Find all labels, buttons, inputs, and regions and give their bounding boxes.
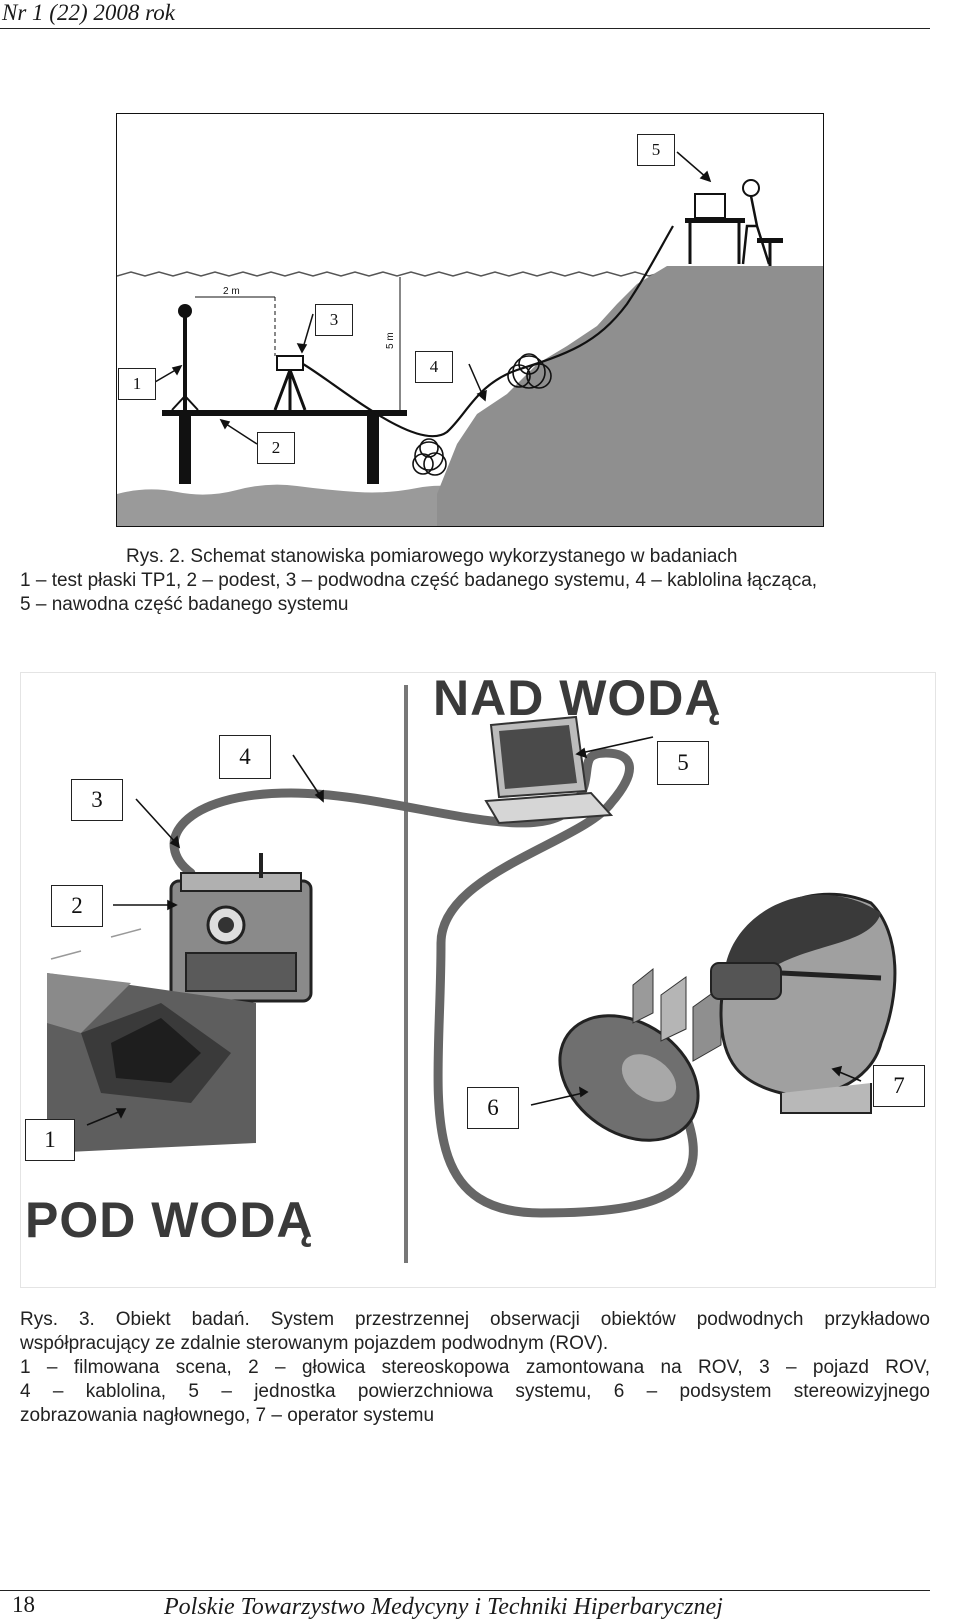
cable-coil-lower (412, 438, 447, 476)
figure2-caption-line5: zobrazowania nagłownego, 7 – operator sy… (20, 1405, 435, 1426)
figure1-caption: Rys. 2. Schemat stanowiska pomiarowego w… (20, 545, 930, 617)
fig1-label-1: 1 (118, 368, 156, 400)
platform-leg-left (179, 416, 191, 484)
tripod (273, 369, 307, 411)
fig2-label-4: 4 (219, 735, 271, 779)
figure-research-object: NAD WODĄ POD WODĄ 1 2 3 4 5 6 7 (20, 672, 936, 1288)
water-surface (117, 271, 678, 277)
journal-name: Polskie Towarzystwo Medycyny i Techniki … (164, 1594, 723, 1620)
figure2-caption-line1: Rys. 3. Obiekt badań. System przestrzenn… (20, 1309, 930, 1330)
figure2-caption: Rys. 3. Obiekt badań. System przestrzenn… (20, 1308, 930, 1428)
below-water-heading: POD WODĄ (25, 1192, 314, 1248)
platform-leg-right (367, 416, 379, 484)
figure1-arrows (154, 151, 712, 445)
fig2-label-5: 5 (657, 741, 709, 785)
issue-label: Nr 1 (22) 2008 rok (2, 0, 175, 25)
footer-rule (0, 1590, 930, 1591)
figure1-caption-legend: 1 – test płaski TP1, 2 – podest, 3 – pod… (20, 570, 818, 591)
head-mounted-display (558, 1014, 700, 1142)
platform-top (162, 410, 407, 416)
setup-drawing: 2 m 5 m (117, 151, 823, 526)
figure2-caption-line4: 4 – kablolina, 5 – jednostka powierzchni… (20, 1381, 930, 1402)
figure1-caption-title: Rys. 2. Schemat stanowiska pomiarowego w… (126, 546, 738, 567)
umbilical-cable (302, 225, 674, 438)
stool (757, 238, 783, 243)
dim-height-label: 5 m (385, 332, 396, 349)
page-header: Nr 1 (22) 2008 rok (0, 0, 930, 29)
seabed (117, 484, 537, 526)
fig2-label-3: 3 (71, 779, 123, 821)
figure1-caption-legend-cont: 5 – nawodna część badanego systemu (20, 594, 349, 615)
test-pole-base (171, 394, 199, 411)
umbilical-cable (169, 748, 698, 1218)
cable-coil-upper (507, 353, 552, 389)
fig1-label-3: 3 (315, 304, 353, 336)
fig2-label-2: 2 (51, 885, 103, 927)
view-line-b (110, 928, 142, 938)
fig1-label-2: 2 (257, 432, 295, 464)
monitor (694, 193, 726, 219)
view-line-a (50, 950, 82, 960)
fig1-label-5: 5 (637, 134, 675, 166)
dim-width-label: 2 m (223, 286, 240, 297)
stereo-frames (632, 967, 722, 1062)
figure2-caption-line3: 1 – filmowana scena, 2 – głowica stereos… (20, 1357, 930, 1378)
fig2-label-7: 7 (873, 1065, 925, 1107)
operator-body (741, 195, 771, 265)
figure2-arrows (86, 736, 862, 1126)
fig2-label-6: 6 (467, 1087, 519, 1129)
test-pole-top (178, 304, 192, 318)
slope (437, 266, 823, 526)
stereo-head (276, 355, 304, 371)
figure2-caption-line2: współpracujący ze zdalnie sterowanym poj… (20, 1333, 609, 1354)
operator-head (742, 179, 760, 197)
underwater-scene (47, 973, 256, 1153)
figure-measurement-setup: 2 m 5 m 1 2 3 4 (116, 113, 824, 527)
fig2-label-1: 1 (25, 1119, 75, 1161)
rov-vehicle (169, 853, 313, 1003)
desk-top (685, 218, 745, 223)
laptop (484, 715, 614, 825)
above-water-heading: NAD WODĄ (433, 672, 722, 726)
system-drawing (47, 685, 897, 1263)
fig1-label-4: 4 (415, 351, 453, 383)
page-number: 18 (12, 1592, 35, 1617)
operator-head (710, 892, 897, 1114)
